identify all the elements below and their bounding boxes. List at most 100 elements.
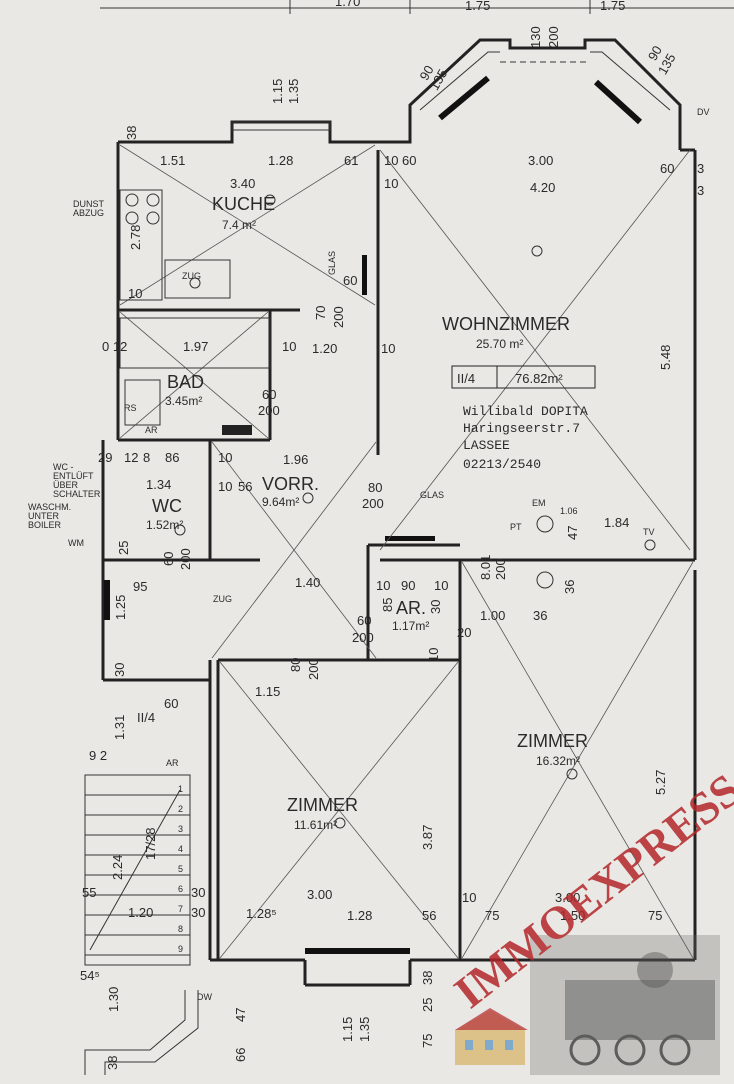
label-abzug: ABZUG [73, 208, 104, 218]
dim-10h: 10 [376, 578, 390, 593]
label-pt: PT [510, 522, 522, 532]
dim-100: 1.00 [480, 608, 505, 623]
dim-60b: 60 [660, 161, 674, 176]
label-zug-1: ZUG [182, 271, 201, 281]
label-waschm: WASCHM. [28, 502, 71, 512]
dim-10i: 10 [434, 578, 448, 593]
dim-60c: 60 [343, 273, 357, 288]
room-kueche-name: KUCHE [212, 194, 275, 214]
dim-75b: 75 [648, 908, 662, 923]
dim-120: 1.20 [312, 341, 337, 356]
owner-street: Haringseerstr.7 [463, 421, 580, 436]
dim-10d: 10 [381, 341, 395, 356]
bay-window: 90 135 130 200 90 135 [408, 26, 682, 150]
room-zimmer-left-area: 11.61m² [294, 818, 337, 832]
label-ar-small: AR [166, 758, 179, 768]
electrical-symbols [174, 194, 656, 829]
dim-80b: 80 [288, 658, 303, 672]
dim-200f: 200 [352, 630, 374, 645]
dim-29: 29 [98, 450, 112, 465]
dim-10g: 10 [218, 479, 232, 494]
label-tv: TV [643, 527, 655, 537]
dim-60a: 60 [402, 153, 416, 168]
dim-60g: 60 [164, 696, 178, 711]
dim-10j: 10 [426, 648, 441, 662]
dim-548: 5.48 [658, 345, 673, 370]
dim-30d: 30 [191, 905, 205, 920]
dim-545: 54⁵ [80, 968, 100, 983]
dim-92: 9 2 [89, 748, 107, 763]
dim-top-a: 1.70 [335, 0, 360, 9]
stair-step-4: 4 [178, 844, 183, 854]
label-stair-unit: II/4 [137, 710, 155, 725]
room-kueche-area: 7.4 m² [222, 218, 256, 232]
label-dunst: DUNST [73, 199, 105, 209]
dim-55: 55 [82, 885, 96, 900]
room-wohnzimmer-name: WOHNZIMMER [442, 314, 570, 334]
dim-25b: 25 [420, 998, 435, 1012]
dim-60d: 60 [262, 387, 276, 402]
dim-200b: 200 [258, 403, 280, 418]
dim-140: 1.40 [295, 575, 320, 590]
dim-10c: 10 [128, 286, 142, 301]
room-zimmer-right-area: 16.32m² [536, 754, 580, 768]
dim-184: 1.84 [604, 515, 629, 530]
top-dimension-line: 1.70 1.75 1.75 [100, 0, 734, 14]
dim-200g: 200 [306, 658, 321, 680]
stair-step-1: 1 [178, 784, 183, 794]
stair-step-5: 5 [178, 864, 183, 874]
dim-30c: 30 [191, 885, 205, 900]
unit-box: II/4 76.82m² [451, 365, 596, 389]
room-ar-area: 1.17m² [392, 619, 429, 633]
dim-47b: 47 [233, 1008, 248, 1022]
dim-70: 70 [313, 306, 328, 320]
room-bad-area: 3.45m² [165, 394, 202, 408]
dim-10f: 10 [218, 450, 232, 465]
label-em: EM [532, 498, 546, 508]
dim-128-5: 1.28⁵ [246, 906, 277, 921]
dim-420: 4.20 [530, 180, 555, 195]
dim-8: 8 [143, 450, 150, 465]
dim-134: 1.34 [146, 477, 171, 492]
room-zimmer-left-name: ZIMMER [287, 795, 358, 815]
room-wc-name: WC [152, 496, 182, 516]
room-ar-name: AR. [396, 598, 426, 618]
room-zimmer-right-name: ZIMMER [517, 731, 588, 751]
dim-75: 75 [485, 908, 499, 923]
label-ar-bad: AR [145, 425, 158, 435]
stair-step-7: 7 [178, 904, 183, 914]
dim-bay-r1: 90 [645, 43, 665, 63]
dim-128b: 1.28 [347, 908, 372, 923]
dim-bay-c1: 130 [528, 26, 543, 48]
dim-top-b: 1.75 [465, 0, 490, 13]
dim-30: 30 [428, 600, 443, 614]
room-diagonals [119, 144, 694, 959]
windows [104, 121, 435, 954]
dim-66: 66 [233, 1048, 248, 1062]
dim-387: 3.87 [420, 825, 435, 850]
dim-300c: 3.00 [555, 890, 580, 905]
dim-3b: 3 [697, 183, 704, 198]
dim-300b: 3.00 [307, 887, 332, 902]
dim-128: 1.28 [268, 153, 293, 168]
room-vorr-name: VORR. [262, 474, 319, 494]
dim-196: 1.96 [283, 452, 308, 467]
dim-90: 90 [401, 578, 415, 593]
dimension-texts: 38 1.51 1.28 61 10 60 3.00 60 3 3.40 10 … [80, 126, 704, 1070]
label-wm: WM [68, 538, 84, 548]
label-dv: DV [697, 107, 710, 117]
unit-number: II/4 [457, 371, 475, 386]
dim-47: 47 [565, 526, 580, 540]
dim-61: 61 [344, 153, 358, 168]
dim-151: 1.51 [160, 153, 185, 168]
dim-12: 12 [124, 450, 138, 465]
label-dw: DW [197, 992, 212, 1002]
dim-300: 3.00 [528, 153, 553, 168]
label-wc-entl: WC - [53, 462, 74, 472]
dim-25a: 25 [116, 541, 131, 555]
owner-stamp: Willibald DOPITA Haringseerstr.7 LASSEE … [463, 404, 588, 472]
room-vorr-area: 9.64m² [262, 495, 299, 509]
dim-200c: 200 [362, 496, 384, 511]
owner-name: Willibald DOPITA [463, 404, 588, 419]
